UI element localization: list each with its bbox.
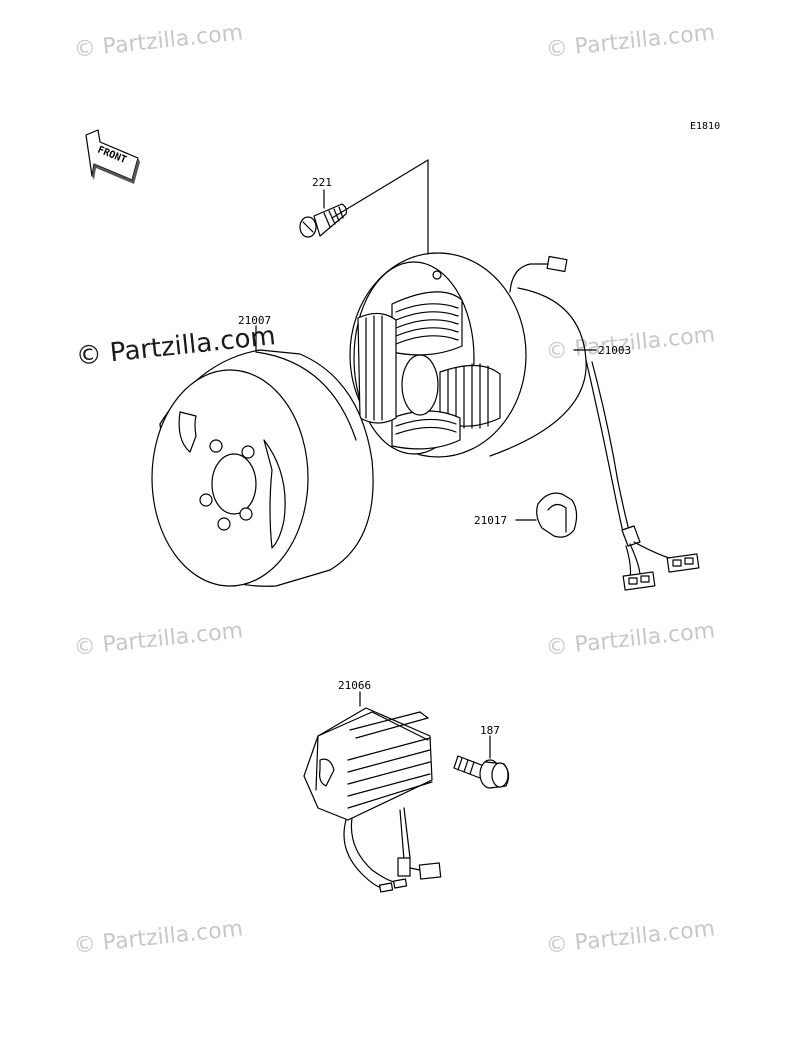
front-arrow-icon: FRONT [85,129,140,184]
grommet-21017-icon [515,492,578,538]
regulator-21066-icon [303,691,442,893]
part-label-21003: 21003 [598,344,632,357]
part-label-221: 221 [312,176,332,189]
part-label-21017: 21017 [474,514,508,527]
bolt-187-icon [453,735,510,789]
stator-21003-icon [349,252,527,458]
rotor-21007-icon [151,325,374,587]
part-label-187: 187 [480,724,500,737]
part-label-21007: 21007 [238,314,272,327]
diagram-code: E1810 [690,121,721,132]
wire-harness-icon [489,255,700,591]
part-label-21066: 21066 [338,679,372,692]
